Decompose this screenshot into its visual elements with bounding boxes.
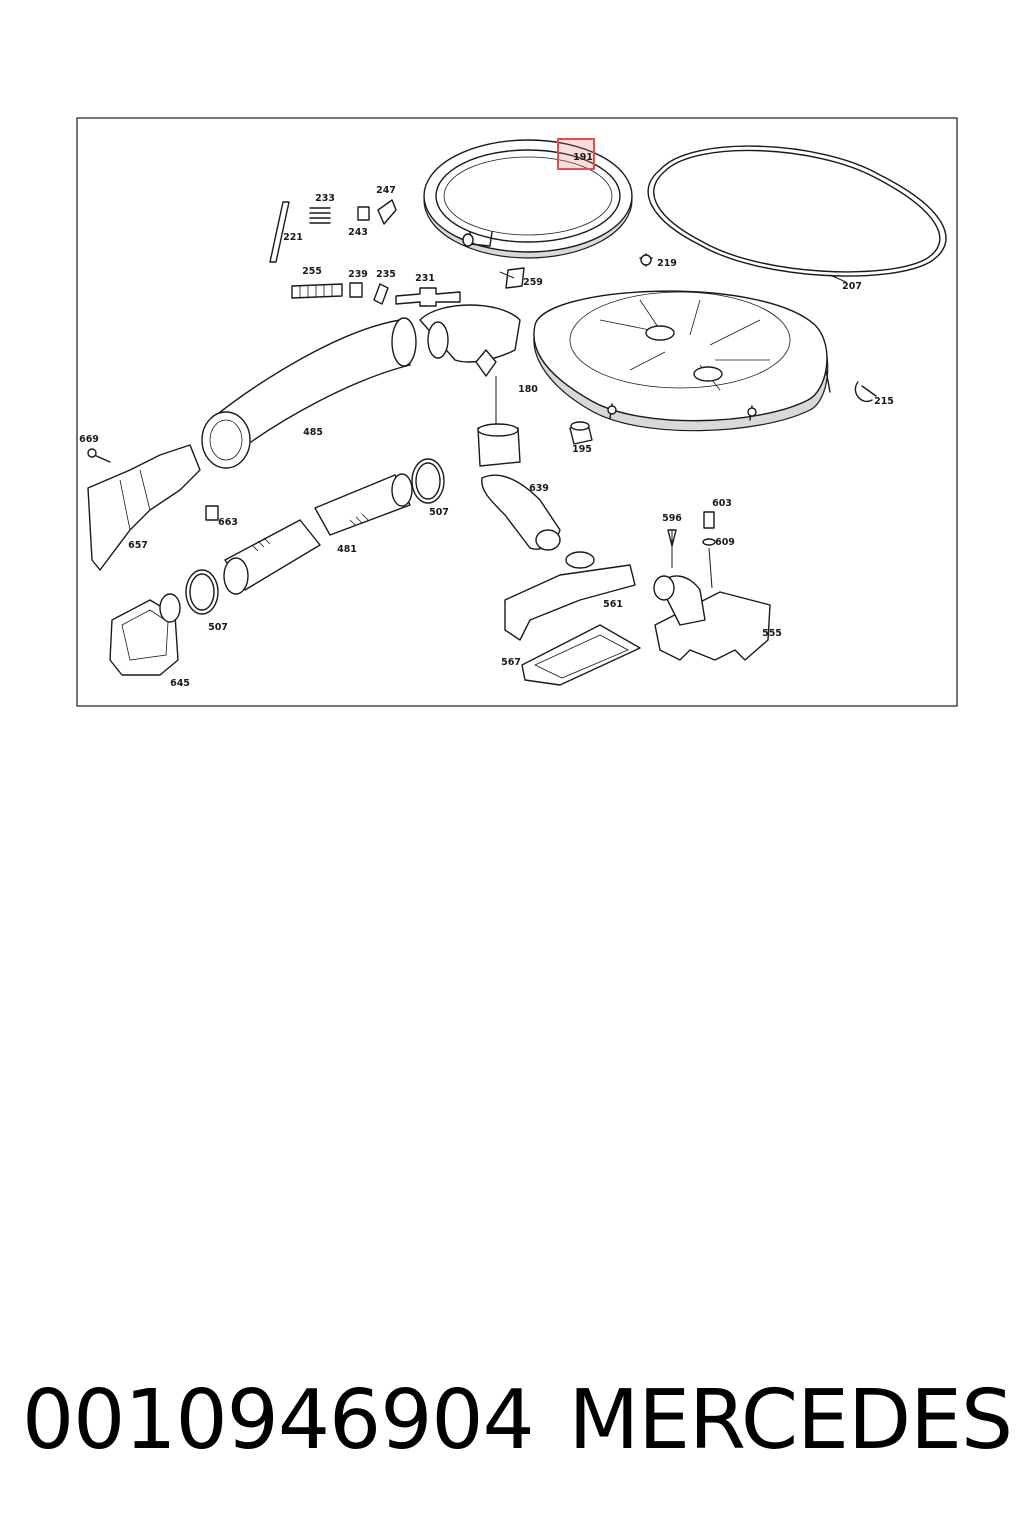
part-label-603: 603 [712, 498, 732, 509]
brand-name: MERCEDES [568, 1372, 1013, 1468]
air-filter-housing [533, 290, 831, 432]
lower-brackets [504, 551, 641, 686]
air-filter-element [423, 139, 633, 259]
small-sleeve [569, 421, 593, 445]
part-label-247: 247 [376, 185, 396, 196]
part-label-507: 507 [208, 622, 228, 633]
part-label-191: 191 [573, 152, 593, 163]
part-number: 0010946904 [22, 1372, 535, 1468]
part-label-567: 567 [501, 657, 521, 668]
part-label-657: 657 [128, 540, 148, 551]
mounting-bracket [87, 444, 219, 571]
intake-funnel [109, 593, 181, 676]
part-label-561: 561 [603, 599, 623, 610]
part-label-609: 609 [715, 537, 735, 548]
part-label-239: 239 [348, 269, 368, 280]
part-label-195: 195 [572, 444, 592, 455]
caption: 0010946904 MERCEDES [22, 1360, 1013, 1480]
part-label-663: 663 [218, 517, 238, 528]
part-label-507: 507 [429, 507, 449, 518]
part-label-259: 259 [523, 277, 543, 288]
small-hardware [269, 199, 877, 403]
part-label-639: 639 [529, 483, 549, 494]
part-labels: 191 207 219 221 233 243 247 259 255 239 235 231 180 2… [79, 152, 894, 689]
part-label-669: 669 [79, 434, 99, 445]
part-label-215: 215 [874, 396, 894, 407]
gasket-ring [647, 145, 947, 277]
highlight-box [557, 138, 595, 170]
part-label-219: 219 [657, 258, 677, 269]
part-label-180: 180 [518, 384, 538, 395]
parts-diagram: 191 207 219 221 233 243 247 259 255 239 235 231 180 2… [0, 0, 1024, 760]
intake-hose [201, 304, 521, 469]
part-label-233: 233 [315, 193, 335, 204]
part-label-221: 221 [283, 232, 303, 243]
part-label-645: 645 [170, 678, 190, 689]
part-label-207: 207 [842, 281, 862, 292]
part-label-481: 481 [337, 544, 357, 555]
part-label-243: 243 [348, 227, 368, 238]
hose-segments [223, 473, 413, 595]
part-label-596: 596 [662, 513, 682, 524]
hose-clamps [185, 458, 445, 615]
part-label-555: 555 [762, 628, 782, 639]
part-label-231: 231 [415, 273, 435, 284]
part-label-235: 235 [376, 269, 396, 280]
elbow-bracket [653, 511, 771, 661]
part-label-485: 485 [303, 427, 323, 438]
lower-duct [477, 376, 561, 551]
part-label-255: 255 [302, 266, 322, 277]
